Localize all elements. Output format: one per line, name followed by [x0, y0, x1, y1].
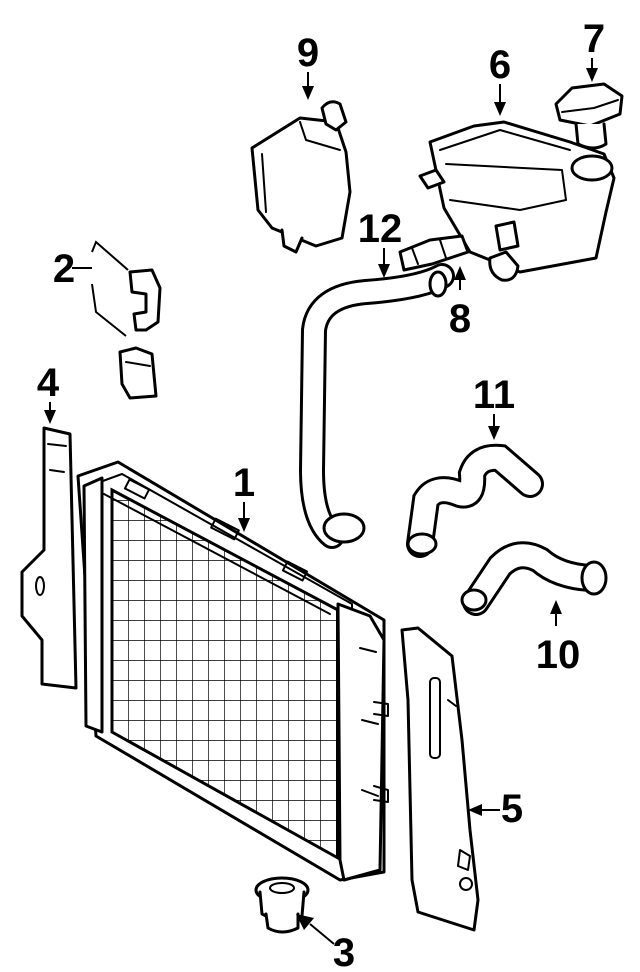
expansion-tank: [418, 120, 616, 282]
left-air-baffle: [20, 426, 78, 690]
callout-5: 5: [501, 787, 523, 831]
radiator: [76, 460, 389, 882]
temperature-sensor: [398, 234, 470, 272]
upper-hose: [298, 263, 455, 549]
reservoir-cap: [554, 82, 624, 150]
radiator-hose-upper: [406, 443, 544, 558]
leader-lines: [44, 58, 598, 945]
callout-8: 8: [449, 297, 471, 341]
radiator-hose-lower: [460, 541, 608, 616]
callout-12: 12: [358, 207, 403, 251]
callout-6: 6: [489, 43, 511, 87]
overflow-reservoir: [250, 100, 352, 254]
mount-brackets: [91, 240, 162, 400]
callout-7: 7: [583, 17, 605, 61]
callout-labels: 1 2 3 4 5 6 7 8 9 10 11 12: [37, 17, 605, 972]
callout-11: 11: [473, 373, 515, 417]
right-air-baffle: [400, 626, 480, 932]
radiator-mount: [254, 876, 310, 934]
callout-3: 3: [333, 931, 355, 972]
callout-2: 2: [53, 247, 75, 291]
callout-9: 9: [297, 31, 319, 75]
callout-4: 4: [37, 361, 60, 405]
callout-10: 10: [536, 633, 581, 677]
callout-1: 1: [233, 461, 255, 505]
